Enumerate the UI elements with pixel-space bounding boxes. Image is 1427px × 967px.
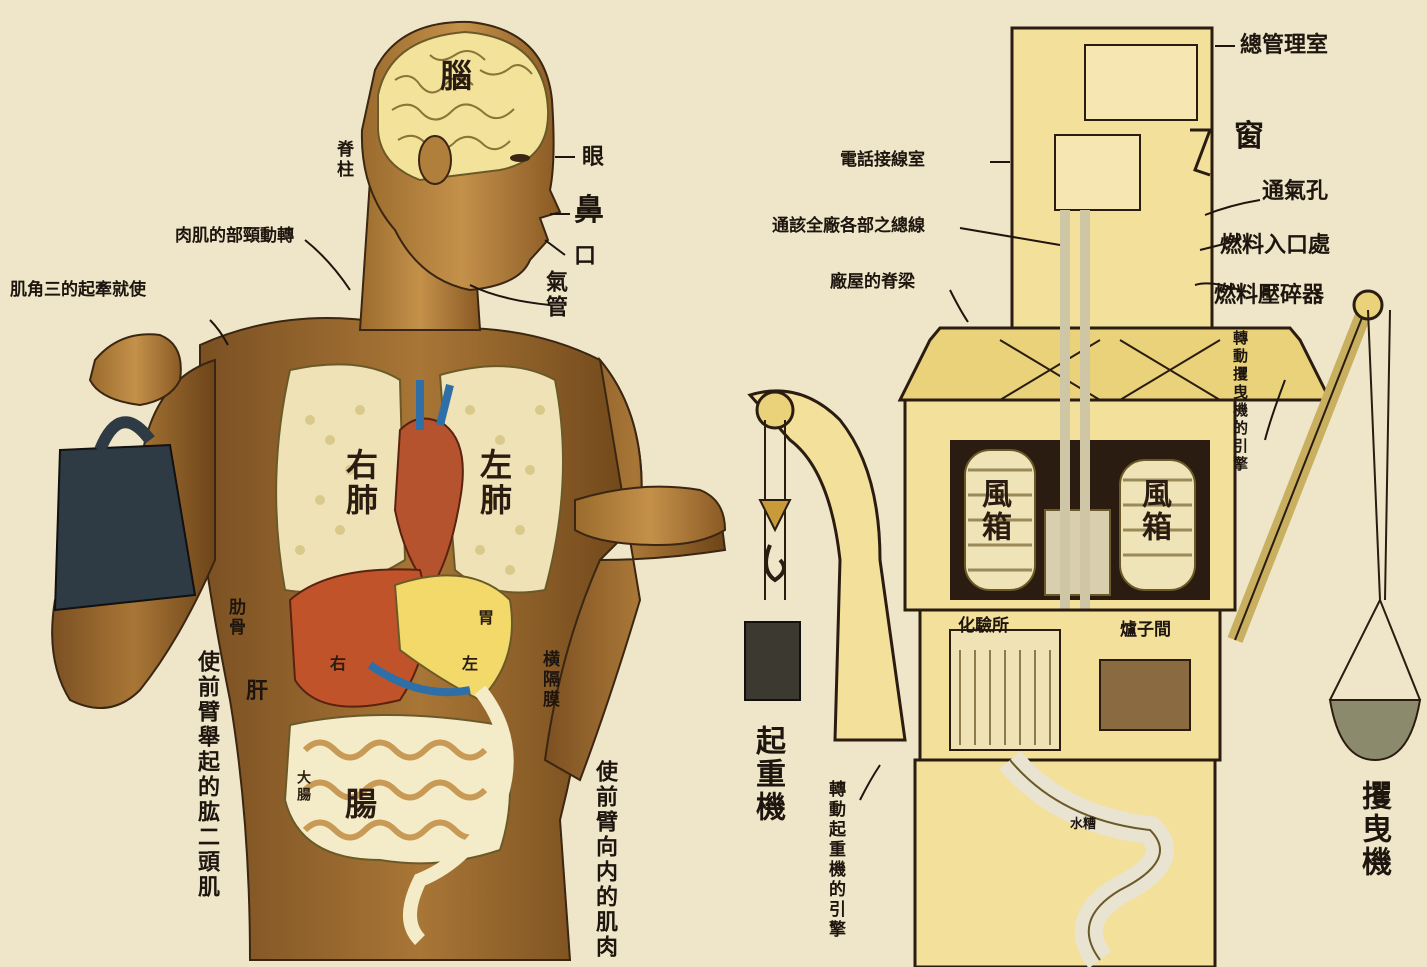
- label-roof-beam: 廠屋的脊梁: [830, 274, 915, 291]
- label-fuel-inlet: 燃料入口處: [1220, 234, 1330, 256]
- label-mouth: 口: [574, 245, 596, 267]
- label-manager-room: 總管理室: [1240, 34, 1328, 56]
- label-biceps: 使前臂舉起的肱二頭肌: [196, 650, 218, 900]
- label-bellows-right: 風箱: [1138, 478, 1168, 544]
- label-phone-room: 電話接線室: [840, 152, 925, 169]
- label-vent: 通氣孔: [1262, 180, 1328, 202]
- label-right-lung: 右肺: [344, 448, 376, 518]
- label-spine: 脊柱: [334, 140, 351, 180]
- label-chem-lab: 化驗所: [958, 618, 1009, 635]
- label-ribs: 肋骨: [226, 598, 243, 638]
- kettlebell-weight: [55, 445, 195, 610]
- label-liver: 肝: [246, 680, 268, 702]
- label-excavator: 攫曳機: [1358, 780, 1388, 879]
- label-large-intestine: 大腸: [296, 770, 310, 804]
- label-eye: 眼: [582, 146, 604, 168]
- label-trachea: 氣管: [544, 270, 566, 320]
- label-bellows-left: 風箱: [978, 478, 1008, 544]
- label-nose: 鼻: [574, 196, 604, 226]
- label-fuel-crusher: 燃料壓碎器: [1214, 284, 1324, 306]
- label-triceps: 肌角三的起牽就使: [10, 282, 146, 299]
- factory-roof: [900, 328, 1330, 400]
- label-diaphragm: 横隔膜: [540, 650, 557, 710]
- label-stomach: 胃: [478, 610, 494, 626]
- left-hand: [575, 487, 725, 545]
- phone-room: [1055, 135, 1140, 210]
- label-forearm-inner: 使前臂向内的肌肉: [594, 760, 616, 960]
- label-liver-right: 右: [330, 656, 346, 672]
- label-window: 窗: [1234, 122, 1264, 152]
- label-furnace-room: 爐子間: [1120, 622, 1171, 639]
- label-intestine: 腸: [345, 788, 377, 820]
- label-excavator-engine: 轉動攫曳機的引擎: [1232, 330, 1247, 474]
- label-left-lung: 左肺: [478, 448, 510, 518]
- label-brain: 腦: [440, 60, 472, 92]
- label-stomach-left: 左: [462, 656, 478, 672]
- label-crane: 起重機: [752, 725, 782, 824]
- manager-room: [1085, 45, 1197, 120]
- label-pipe: 水糟: [1070, 818, 1096, 831]
- furnace: [1100, 660, 1190, 730]
- label-main-line: 通該全廠各部之總線: [772, 218, 925, 235]
- label-crane-engine: 轉動起重機的引擎: [826, 780, 843, 940]
- crane-load: [745, 622, 800, 700]
- label-neck-artery: 肉肌的部頸動轉: [175, 228, 294, 245]
